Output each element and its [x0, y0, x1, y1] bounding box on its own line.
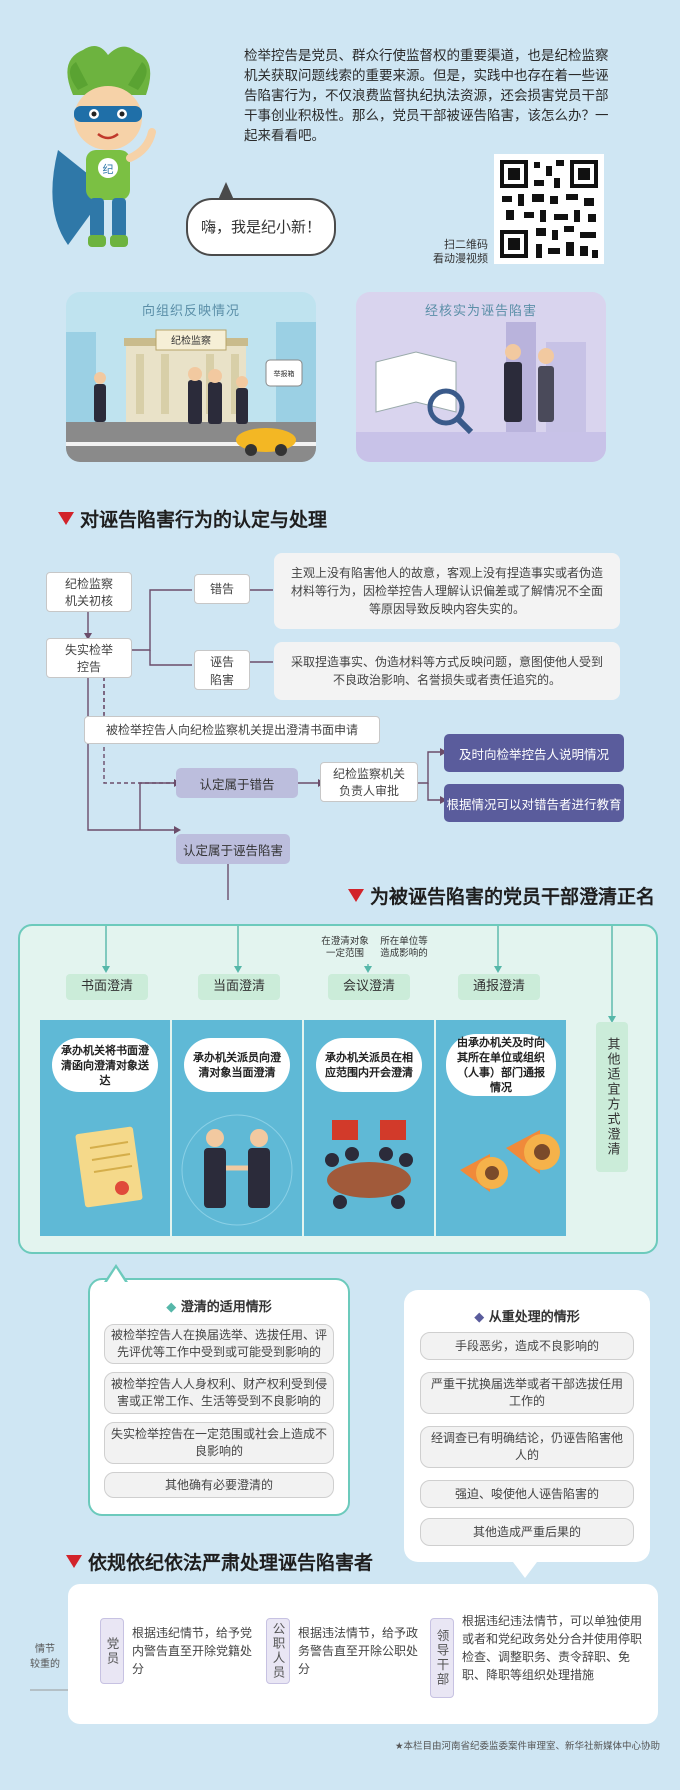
tab-notice-clarify: 通报澄清 — [458, 974, 540, 1000]
speech-bubble-tail — [218, 182, 234, 200]
written-clarify-illustration: 承办机关将书面澄清函向澄清对象送达 — [40, 1020, 170, 1236]
deemed-frame-box: 认定属于诬告陷害 — [176, 834, 290, 864]
scope-note-1: 在澄清对象 一定范围 — [321, 936, 369, 959]
written-clarify-note: 承办机关将书面澄清函向澄清对象送达 — [52, 1038, 158, 1092]
megaphone-icon — [460, 1130, 560, 1192]
scene-verified-false: 经核实为诬告陷害 — [356, 292, 606, 462]
severe-condition-item: 手段恶劣，造成不良影响的 — [420, 1332, 634, 1360]
scene-sign-box: 举报箱 — [274, 369, 295, 378]
clarify-condition-item: 被检举控告人人身权利、财产权利受到侵害或正常工作、生活等受到不良影响的 — [104, 1372, 334, 1414]
notice-clarify-note: 由承办机关及时向其所在单位或组织（人事）部门通报情况 — [446, 1034, 556, 1096]
initial-check-box: 纪检监察 机关初核 — [46, 572, 132, 612]
clarify-condition-item: 被检举控告人在换届选举、选拔任用、评先评优等工作中受到或可能受到影响的 — [104, 1324, 334, 1364]
scene-title: 经核实为诬告陷害 — [424, 304, 537, 319]
card-pointer — [104, 1264, 128, 1282]
public-official-label: 公职人员 — [266, 1618, 290, 1684]
severe-condition-item: 其他造成严重后果的 — [420, 1518, 634, 1546]
section-title-clarify: 为被诬告陷害的党员干部澄清正名 — [348, 882, 655, 909]
meeting-clarify-illustration: 承办机关派员在相应范围内开会澄清 — [304, 1020, 434, 1236]
clarify-connectors — [102, 926, 616, 1023]
clarify-condition-item: 其他确有必要澄清的 — [104, 1472, 334, 1498]
footer-credit: ★本栏目由河南省纪委监委案件审理室、新华社新媒体中心协助 — [394, 1741, 660, 1752]
public-official-penalty: 根据违法情节，给予政务警告直至开除公职处分 — [298, 1626, 419, 1676]
meeting-clarify-note: 承办机关派员在相应范围内开会澄清 — [316, 1038, 422, 1092]
scope-note-2: 所在单位等 造成影响的 — [380, 936, 428, 959]
deemed-mistake-box: 认定属于错告 — [176, 768, 298, 798]
mistake-label: 错告 — [194, 574, 250, 604]
notice-clarify-illustration: 由承办机关及时向其所在单位或组织（人事）部门通报情况 — [436, 1020, 566, 1236]
tab-written-clarify: 书面澄清 — [66, 974, 148, 1000]
punishment-card — [68, 1584, 658, 1724]
in-person-clarify-illustration: 承办机关派员向澄清对象当面澄清 — [172, 1020, 302, 1236]
leader-review-box: 纪检监察机关 负责人审批 — [320, 762, 418, 802]
scene-report-to-organization: 纪检监察 举报箱 向组织反映情况 — [66, 292, 316, 462]
clarify-condition-item: 失实检举控告在一定范围或社会上造成不良影响的 — [104, 1422, 334, 1464]
frame-label: 诬告 陷害 — [194, 650, 250, 690]
diamond-icon: ◆ — [166, 1300, 181, 1315]
triangle-icon — [348, 889, 364, 902]
mascot-illustration: 纪 — [52, 46, 156, 247]
triangle-icon — [66, 1555, 82, 1568]
meeting-table-icon — [325, 1120, 413, 1209]
intro-paragraph: 检举控告是党员、群众行使监督权的重要渠道，也是纪检监察机关获取问题线索的重要来源… — [244, 48, 609, 144]
section-title-recognition: 对诬告陷害行为的认定与处理 — [58, 505, 327, 532]
explain-to-reporter-box: 及时向检举控告人说明情况 — [444, 734, 624, 772]
severe-card-title: ◆ 从重处理的情形 — [474, 1310, 580, 1325]
leading-cadre-penalty: 根据违纪违法情节，可以单独使用或者和党纪政务处分合并使用停职检查、调整职务、责令… — [462, 1614, 643, 1682]
qr-label: 扫二维码 看动漫视频 — [433, 238, 488, 265]
tab-meeting-clarify: 会议澄清 — [328, 974, 410, 1000]
handshake-icon — [181, 1114, 293, 1226]
office-building-illustration: 纪检监察 举报箱 — [66, 322, 316, 462]
mistake-description: 主观上没有陷害他人的故意，客观上没有捏造事实或者伪造材料等行为，因检举控告人理解… — [274, 553, 620, 629]
scene-title: 向组织反映情况 — [141, 304, 240, 319]
severe-condition-item: 严重干扰换届选举或者干部选拔任用工作的 — [420, 1372, 634, 1414]
qr-code[interactable] — [494, 154, 604, 264]
party-member-label: 党员 — [100, 1618, 124, 1684]
severe-condition-item: 强迫、唆使他人诬告陷害的 — [420, 1480, 634, 1508]
diamond-icon: ◆ — [474, 1310, 489, 1325]
document-icon — [75, 1126, 143, 1208]
clarify-application-box: 被检举控告人向纪检监察机关提出澄清书面申请 — [84, 716, 380, 744]
triangle-icon — [58, 512, 74, 525]
investigation-illustration — [356, 322, 606, 462]
untrue-report-box: 失实检举 控告 — [46, 638, 132, 678]
clarify-card-title: ◆ 澄清的适用情形 — [166, 1300, 272, 1315]
leading-cadre-label: 领导干部 — [430, 1618, 454, 1698]
severity-note: 情节 较重的 — [30, 1644, 60, 1670]
tab-in-person-clarify: 当面澄清 — [198, 974, 280, 1000]
tab-other-clarify: 其他适宜方式澄清 — [596, 1022, 628, 1172]
speech-bubble: 嗨，我是纪小新！ — [186, 198, 336, 256]
severe-condition-item: 经调查已有明确结论，仍诬告陷害他人的 — [420, 1426, 634, 1468]
frame-description: 采取捏造事实、伪造材料等方式反映问题，意图使他人受到不良政治影响、名誉损失或者责… — [274, 642, 620, 700]
scene-sign: 纪检监察 — [171, 334, 211, 347]
party-member-penalty: 根据违纪情节，给予党内警告直至开除党籍处分 — [132, 1626, 253, 1676]
section-title-punish: 依规依纪依法严肃处理诬告陷害者 — [66, 1548, 373, 1575]
educate-reporter-box: 根据情况可以对错告者进行教育 — [444, 784, 624, 822]
mascot-badge: 纪 — [103, 163, 114, 176]
card-pointer — [510, 1558, 540, 1578]
in-person-clarify-note: 承办机关派员向澄清对象当面澄清 — [184, 1038, 290, 1092]
